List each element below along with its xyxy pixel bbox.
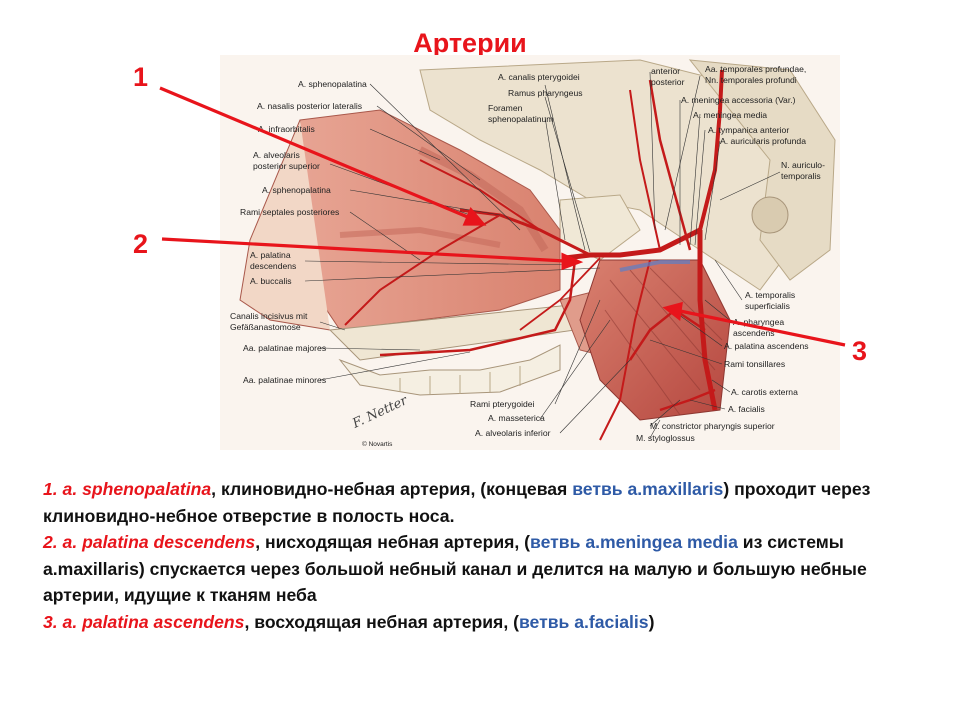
label-carotis-externa: A. carotis externa — [731, 387, 798, 397]
label-ascendens: ascendens — [733, 328, 775, 338]
label-superficialis: superficialis — [745, 301, 790, 311]
label-infraorbitalis: A. infraorbitalis — [258, 124, 315, 134]
term-sphenopalatina: 1. a. sphenopalatina — [43, 479, 212, 499]
arrow-2-head — [561, 252, 584, 271]
buccal-artery — [519, 257, 601, 331]
label-foramen: Foramen — [488, 103, 523, 113]
label-buccalis: A. buccalis — [250, 276, 292, 286]
label-posterior: posterior — [651, 77, 685, 87]
label-ramus-pharyngeus: Ramus pharyngeus — [508, 88, 583, 98]
septal-artery — [344, 214, 501, 326]
desc2-text-b: из системы a.maxillaris) спускается чере… — [43, 532, 867, 605]
inferior-alveolar-artery — [599, 259, 651, 441]
label-temporales-profundae: Aa. temporales profundae, — [705, 64, 806, 74]
label-auricularis-profunda: A. auricularis profunda — [720, 136, 806, 146]
deep-temporal-artery — [629, 89, 661, 251]
label-tympanica-anterior: A. tympanica anterior — [708, 125, 789, 135]
label-descendens: descendens — [250, 261, 296, 271]
label-posterior-superior: posterior superior — [253, 161, 320, 171]
desc1-text-b: ) проходит через клиновидно-небное отвер… — [43, 479, 871, 526]
description-item-3: 3. a. palatina ascendens, восходящая неб… — [43, 609, 943, 636]
nasal-concha — [418, 146, 549, 253]
condyle — [751, 196, 789, 234]
label-palatina: A. palatina — [250, 250, 291, 260]
label-palatinae-majores: Aa. palatinae majores — [243, 343, 326, 353]
label-alveolaris: A. alveolaris — [253, 150, 300, 160]
temporal-bone — [688, 59, 836, 281]
label-alveolaris-inferior: A. alveolaris inferior — [475, 428, 551, 438]
desc1-text-a: , клиновидно-небная артерия, (концевая — [211, 479, 573, 499]
desc3-branch: ветвь a.facialis — [518, 611, 649, 632]
term-palatina-descendens: 2. a. palatina descendens — [43, 532, 256, 552]
label-nasalis-posterior: A. nasalis posterior lateralis — [257, 101, 362, 111]
label-n-auriculo: N. auriculo- — [781, 160, 825, 170]
label-canalis-pterygoidei: A. canalis pterygoidei — [498, 72, 580, 82]
anatomy-figure: A. sphenopalatina A. nasalis posterior l… — [159, 55, 846, 450]
marker-3: 3 — [852, 336, 868, 366]
pterygoid-plexus-vein — [619, 260, 690, 272]
desc2-branch: ветвь a.meningea media — [530, 532, 738, 552]
label-sphenopalatina-1: A. sphenopalatina — [298, 79, 367, 89]
label-rami-tonsillares: Rami tonsillares — [724, 359, 785, 369]
desc3-text-b: ) — [648, 611, 655, 632]
description-block: 1. a. sphenopalatina, клиновидно-небная … — [43, 476, 943, 635]
label-temporalis: A. temporalis — [745, 290, 795, 300]
label-meningea-accessoria: A. meningea accessoria (Var.) — [681, 95, 796, 105]
nose-profile — [239, 119, 331, 331]
label-meningea-media: A. meningea media — [693, 110, 767, 120]
description-item-1: 1. a. sphenopalatina, клиновидно-небная … — [43, 476, 943, 529]
indicator-arrows — [159, 86, 846, 347]
label-constrictor: M. constrictor pharyngis superior — [650, 421, 775, 431]
marker-2: 2 — [133, 229, 149, 259]
label-nn-temporales: Nn. temporales profundi — [705, 75, 797, 85]
arrow-2 — [161, 237, 566, 263]
external-carotid-artery — [697, 230, 718, 411]
marker-1: 1 — [133, 62, 149, 92]
label-styloglossus: M. styloglossus — [636, 433, 695, 443]
label-palatinae-minores: Aa. palatinae minores — [243, 375, 326, 385]
teeth-lines — [399, 366, 521, 394]
label-sphenopalatina-2: A. sphenopalatina — [262, 185, 331, 195]
label-anterior: anterior — [651, 66, 680, 76]
nasal-concha-lower — [339, 226, 501, 248]
term-palatina-ascendens: 3. a. palatina ascendens — [43, 611, 245, 632]
label-canalis-incisivus: Canalis incisivus mit — [230, 311, 308, 321]
desc3-text-a: , восходящая небная артерия, ( — [244, 611, 519, 632]
label-masseterica: A. masseterica — [488, 413, 545, 423]
desc1-branch: ветвь a.maxillaris — [572, 479, 724, 499]
novartis-credit: © Novartis — [362, 440, 393, 448]
arrow-3 — [679, 309, 846, 347]
label-sphenopalatinum: sphenopalatinum — [488, 114, 553, 124]
page-title: Артерии — [413, 28, 527, 58]
label-facialis: A. facialis — [728, 404, 765, 414]
label-pharyngea: A. pharyngea — [733, 317, 784, 327]
leader-lines — [304, 71, 781, 439]
maxillary-artery — [564, 227, 702, 261]
label-temporalis-n: temporalis — [781, 171, 821, 181]
label-rami-pterygoidei: Rami pterygoidei — [470, 399, 535, 409]
posterior-nasal-artery — [419, 159, 541, 231]
label-gefassanastomose: Gefäßanastomose — [230, 322, 301, 332]
arrow-1 — [159, 86, 471, 220]
ascending-palatine-artery — [628, 308, 706, 361]
sphenopalatine-artery — [459, 208, 591, 257]
muscle-fibers — [604, 267, 723, 416]
label-palatina-ascendens: A. palatina ascendens — [724, 341, 809, 351]
description-item-2: 2. a. palatina descendens, нисходящая не… — [43, 529, 943, 609]
superficial-temporal-artery — [698, 69, 724, 231]
arrow-3-head — [662, 301, 683, 321]
label-rami-septales: Rami septales posteriores — [240, 207, 339, 217]
arrow-1-head — [462, 207, 487, 226]
desc2-text-a: , нисходящая небная артерия, ( — [255, 532, 531, 552]
